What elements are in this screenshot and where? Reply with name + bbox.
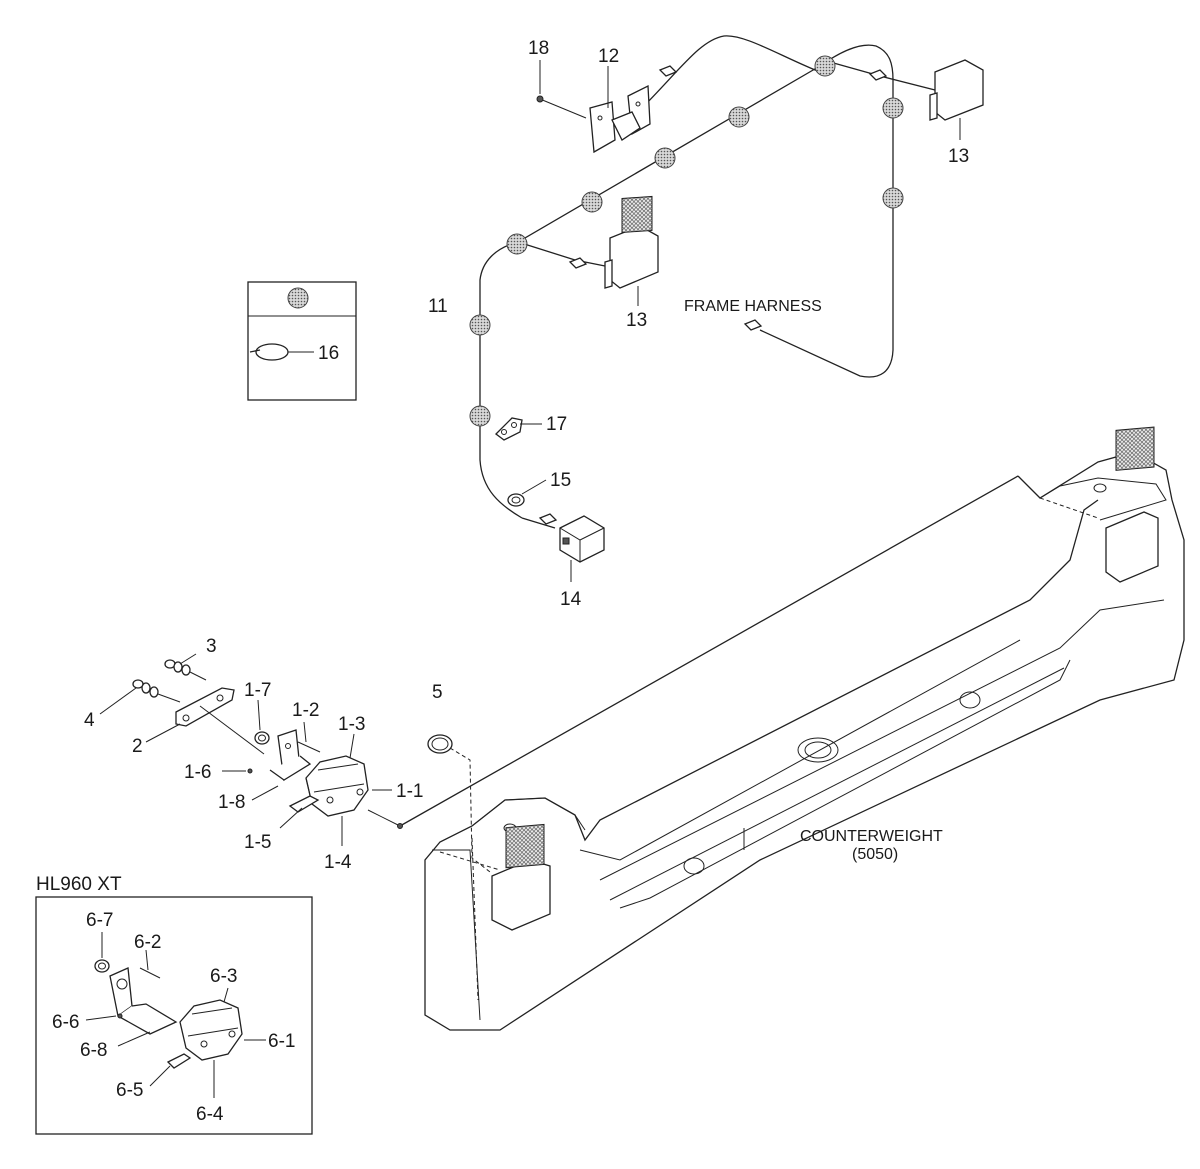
wire-harness	[469, 35, 936, 529]
label-6-7: 6-7	[86, 910, 113, 931]
inset-title: HL960 XT	[36, 874, 122, 895]
label-17: 17	[546, 414, 567, 435]
label-18: 18	[528, 38, 549, 59]
cable-tie-inset	[247, 281, 357, 401]
bolt-4	[132, 679, 181, 703]
label-1-1: 1-1	[396, 781, 423, 802]
clamp-17	[495, 417, 542, 441]
bolt-3	[164, 659, 207, 681]
work-lamp-upper	[929, 59, 984, 121]
label-3: 3	[206, 636, 217, 657]
grommet-15	[507, 479, 547, 507]
label-5: 5	[432, 682, 443, 703]
label-1-8: 1-8	[218, 792, 245, 813]
bracket-assembly	[536, 84, 651, 154]
rear-lamp-right	[1105, 426, 1159, 583]
label-14: 14	[560, 589, 582, 610]
counterweight-body	[399, 426, 1185, 1031]
cable-tie-markers	[469, 55, 904, 427]
label-12: 12	[598, 46, 619, 67]
rear-lamp-left	[491, 823, 551, 931]
label-1-7: 1-7	[244, 680, 271, 701]
label-counterweight: COUNTERWEIGHT	[800, 828, 943, 845]
label-11: 11	[428, 296, 448, 317]
label-1-3: 1-3	[338, 714, 365, 735]
label-13-upper: 13	[948, 146, 969, 167]
wire-connector	[538, 65, 888, 525]
label-6-2: 6-2	[134, 932, 161, 953]
part-labels: 18 12 13 13 FRAME HARNESS 11 16 17 15 14…	[36, 38, 969, 1125]
label-2: 2	[132, 736, 143, 757]
work-lamp-lower	[604, 195, 659, 289]
label-1-2: 1-2	[292, 700, 319, 721]
label-6-6: 6-6	[52, 1012, 79, 1033]
label-6-1: 6-1	[268, 1031, 295, 1052]
label-6-5: 6-5	[116, 1080, 143, 1101]
label-16: 16	[318, 343, 339, 364]
hl960-xt-inset	[35, 896, 313, 1135]
label-13-lower: 13	[626, 310, 647, 331]
tail-lamp-assembly	[132, 659, 491, 873]
grommet-5	[427, 734, 491, 873]
label-1-5: 1-5	[244, 832, 271, 853]
connector-14	[559, 515, 605, 582]
label-4: 4	[84, 710, 95, 731]
leaders-tail-lamp	[99, 653, 392, 846]
label-1-6: 1-6	[184, 762, 211, 783]
label-frame-harness: FRAME HARNESS	[684, 298, 822, 315]
label-1-4: 1-4	[324, 852, 352, 873]
label-15: 15	[550, 470, 571, 491]
label-6-8: 6-8	[80, 1040, 107, 1061]
label-6-4: 6-4	[196, 1104, 224, 1125]
label-counterweight-model: (5050)	[852, 846, 898, 863]
label-6-3: 6-3	[210, 966, 237, 987]
